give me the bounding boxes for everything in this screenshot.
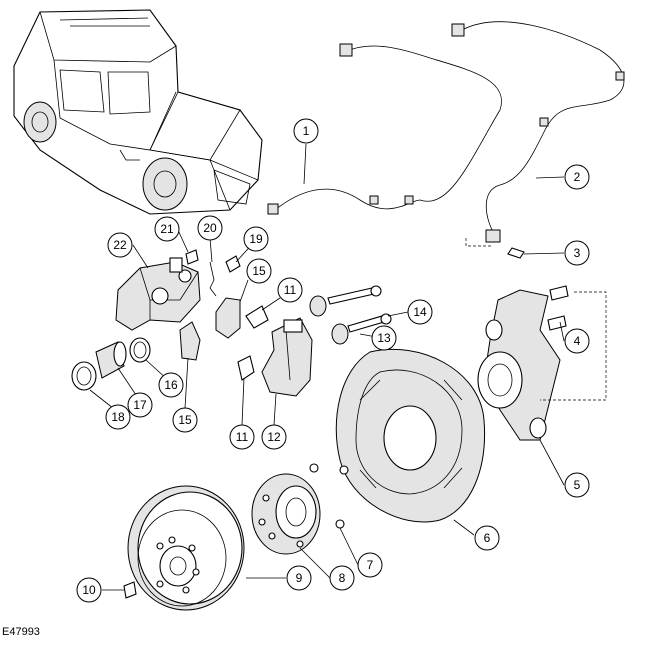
- callout-17: 17: [127, 392, 153, 418]
- sensor-harness-front: [267, 43, 502, 215]
- svg-text:8: 8: [339, 571, 346, 585]
- svg-text:21: 21: [160, 222, 174, 236]
- caliper-carrier: [261, 317, 313, 397]
- callout-11-upper: 11: [277, 277, 303, 303]
- svg-text:19: 19: [249, 232, 263, 246]
- brake-disc: [127, 485, 245, 611]
- svg-text:6: 6: [484, 531, 491, 545]
- callout-15-lower: 15: [172, 407, 198, 433]
- callout-14: 14: [407, 299, 433, 325]
- callout-10: 10: [76, 577, 102, 603]
- brake-caliper: [115, 257, 201, 331]
- callout-11-left: 11: [229, 424, 255, 450]
- callout-20: 20: [197, 215, 223, 241]
- svg-text:4: 4: [574, 334, 581, 348]
- callout-19: 19: [243, 226, 269, 252]
- callout-22: 22: [107, 232, 133, 258]
- callout-9: 9: [286, 565, 312, 591]
- callout-12: 12: [261, 424, 287, 450]
- svg-text:11: 11: [284, 283, 297, 297]
- brake-backing-plate: [335, 348, 486, 523]
- leader-lines: [89, 143, 565, 591]
- callout-21: 21: [154, 216, 180, 242]
- callout-7: 7: [357, 552, 383, 578]
- svg-text:16: 16: [164, 378, 178, 392]
- vehicle-illustration: [13, 9, 263, 215]
- svg-text:14: 14: [413, 305, 427, 319]
- svg-text:13: 13: [377, 331, 391, 345]
- svg-text:12: 12: [267, 430, 281, 444]
- svg-text:20: 20: [203, 221, 217, 235]
- svg-text:1: 1: [303, 124, 310, 138]
- svg-text:2: 2: [574, 170, 581, 184]
- callout-5: 5: [564, 472, 590, 498]
- callout-1: 1: [293, 118, 319, 144]
- svg-text:18: 18: [111, 410, 125, 424]
- svg-text:11: 11: [236, 430, 249, 444]
- svg-text:7: 7: [367, 558, 374, 572]
- svg-text:22: 22: [113, 238, 127, 252]
- svg-text:3: 3: [574, 246, 581, 260]
- hub-knuckle: [477, 289, 561, 441]
- callout-2: 2: [564, 164, 590, 190]
- svg-text:15: 15: [252, 264, 266, 278]
- callout-8: 8: [329, 565, 355, 591]
- callout-18: 18: [105, 404, 131, 430]
- sensor-harness-rear: [451, 21, 625, 243]
- svg-text:9: 9: [296, 571, 303, 585]
- figure-id: E47993: [2, 626, 40, 638]
- wheel-hub: [251, 473, 321, 555]
- svg-text:15: 15: [178, 413, 192, 427]
- callout-3: 3: [564, 240, 590, 266]
- callout-4: 4: [564, 328, 590, 354]
- callout-16: 16: [158, 372, 184, 398]
- svg-text:5: 5: [574, 478, 581, 492]
- caliper-piston-parts: [71, 337, 151, 391]
- callout-6: 6: [474, 525, 500, 551]
- svg-text:10: 10: [82, 583, 96, 597]
- callout-15-upper: 15: [246, 258, 272, 284]
- svg-text:17: 17: [133, 398, 147, 412]
- callout-13: 13: [371, 325, 397, 351]
